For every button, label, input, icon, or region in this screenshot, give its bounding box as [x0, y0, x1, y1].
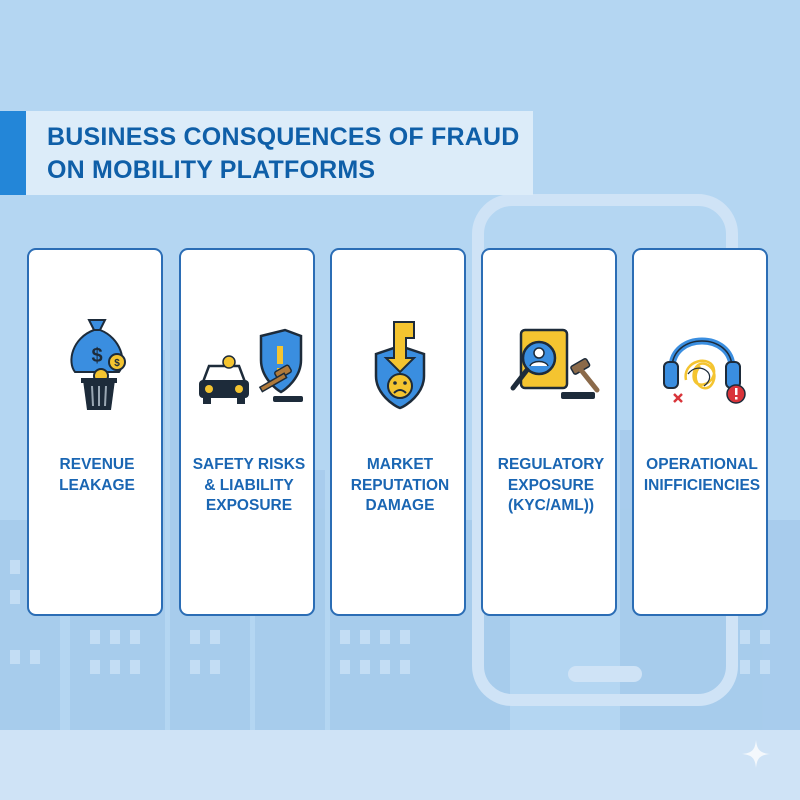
sparkle-icon: [742, 740, 770, 768]
card-label-line: MARKET: [366, 456, 434, 473]
page-title: BUSINESS CONSQUENCES OF FRAUD ON MOBILIT…: [47, 121, 527, 187]
card-label-line: & LIABILITY: [204, 476, 294, 494]
card-label: OPERATIONAL INIFFICIENCIES: [638, 455, 766, 496]
card-label-line: LEAKAGE: [59, 476, 135, 494]
card-label: REGULATORY EXPOSURE (KYC/AML)): [487, 455, 615, 517]
title-banner: [0, 111, 533, 195]
card-safety-risks: SAFETY RISKS & LIABILITY EXPOSURE: [179, 248, 315, 616]
money-bag-trash-icon: $ $: [70, 319, 126, 410]
card-label-line: REGULATORY: [497, 456, 605, 473]
svg-text:$: $: [114, 358, 120, 369]
card-label: SAFETY RISKS & LIABILITY EXPOSURE: [185, 455, 313, 517]
card-label-line: DAMAGE: [365, 497, 435, 514]
card-label-line: SAFETY RISKS: [192, 456, 306, 473]
card-operational-inefficiencies: OPERATIONAL INIFFICIENCIES: [632, 248, 768, 616]
card-label-line: OPERATIONAL: [646, 456, 758, 473]
card-label-line: EXPOSURE: [205, 497, 293, 514]
card-label-line: REVENUE: [59, 456, 135, 473]
page-title-line-1: BUSINESS CONSQUENCES OF FRAUD: [47, 123, 520, 151]
card-label-line: REPUTATION: [350, 476, 450, 494]
card-regulatory-exposure: REGULATORY EXPOSURE (KYC/AML)): [481, 248, 617, 616]
card-label-line: (KYC/AML)): [507, 497, 595, 514]
shield-down-arrow-sad-face-icon: [374, 321, 426, 410]
card-label: REVENUE LEAKAGE: [33, 455, 161, 496]
title-accent-bar: [0, 111, 26, 195]
id-document-magnifier-gavel-icon: [510, 328, 600, 399]
car-shield-gavel-icon: [199, 328, 303, 404]
page-title-line-2: ON MOBILITY PLATFORMS: [47, 156, 376, 184]
svg-text:$: $: [91, 345, 102, 367]
card-label-line: EXPOSURE: [507, 476, 595, 494]
card-label: MARKET REPUTATION DAMAGE: [336, 455, 464, 517]
card-label-line: INIFFICIENCIES: [643, 476, 761, 494]
headset-tangled-line-warning-icon: [663, 337, 746, 404]
card-revenue-leakage: $ $ REVENUE LEAKAGE: [27, 248, 163, 616]
card-market-reputation: MARKET REPUTATION DAMAGE: [330, 248, 466, 616]
